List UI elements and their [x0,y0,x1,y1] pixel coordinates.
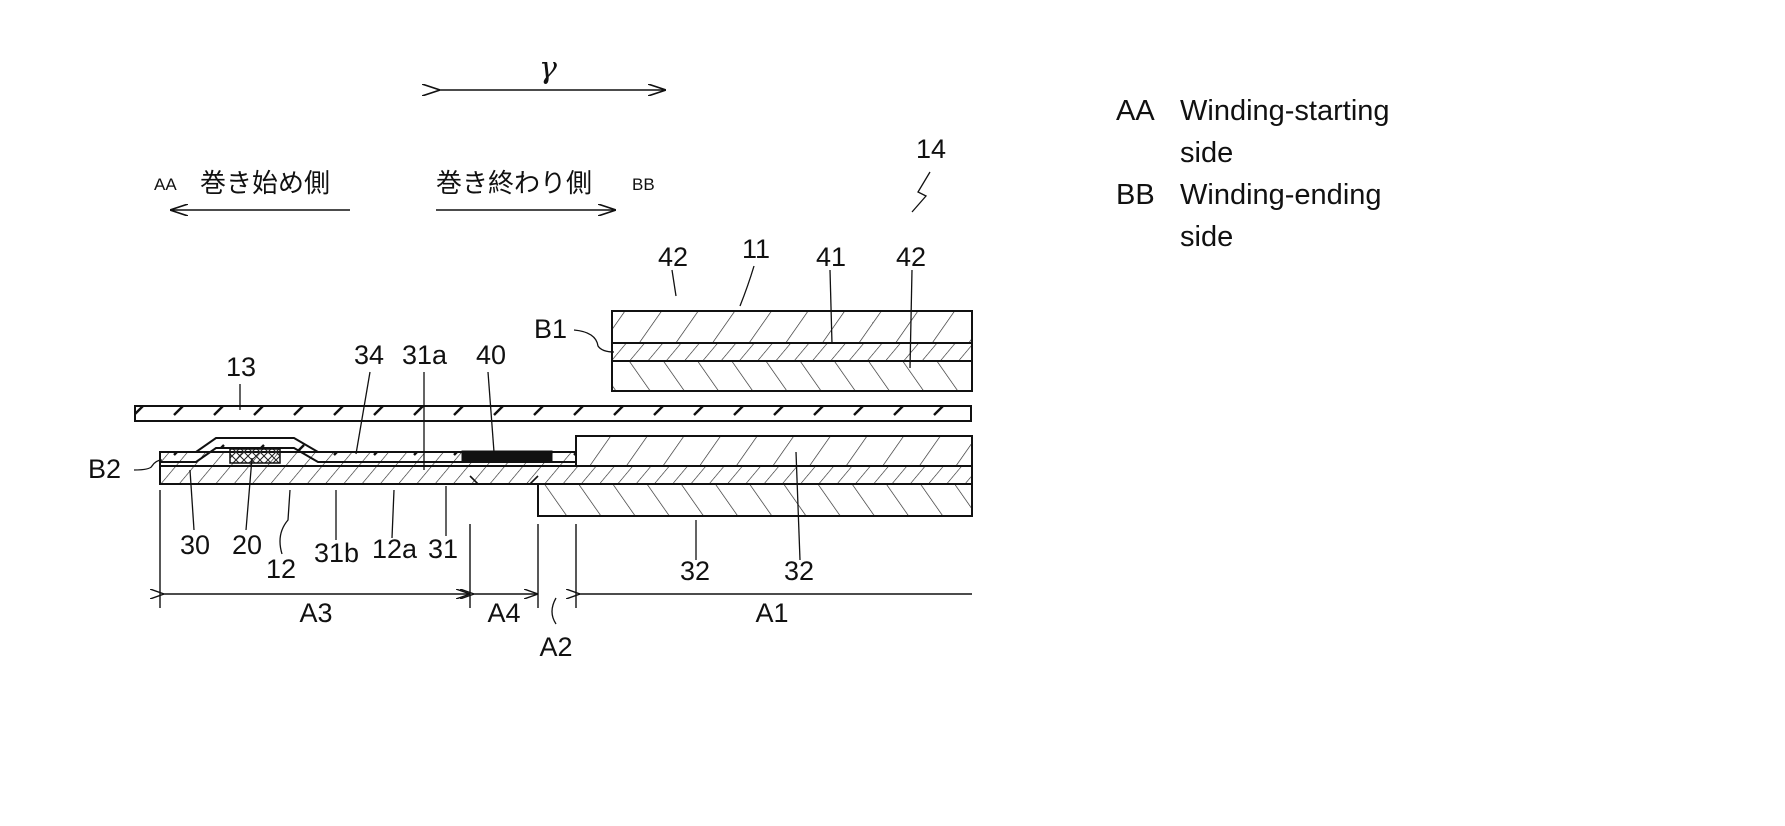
separator-13 [135,406,971,421]
label-31b: 31b [314,538,359,568]
label-42-right: 42 [896,242,926,272]
region-a3: A3 [299,598,332,628]
legend-bb-line2: side [1180,221,1233,253]
label-32-left: 32 [680,556,710,586]
legend-bb-code: BB [1116,179,1155,211]
label-12a: 12a [372,534,418,564]
label-b1: B1 [534,314,567,344]
leader-14 [912,172,930,212]
aa-tag: AA [154,175,177,194]
layer-41 [612,343,972,361]
label-41: 41 [816,242,846,272]
winding-start-jp-label: 巻き始め側 [200,169,330,199]
legend-aa-line2: side [1180,137,1233,169]
gamma-label: γ [539,51,557,86]
legend: AA Winding-starting side BB Winding-endi… [1116,95,1390,253]
region-a4: A4 [487,598,520,628]
gamma-direction: γ [438,51,664,90]
legend-bb-line1: Winding-ending [1180,179,1382,211]
label-31: 31 [428,534,458,564]
winding-end-jp-label: 巻き終わり側 [436,169,592,199]
bb-tag: BB [632,175,655,194]
region-a2: A2 [539,632,572,662]
layer-32-top [576,436,972,466]
layer-32-bottom [538,484,972,516]
label-32-right: 32 [784,556,814,586]
layer-42-top [612,311,972,343]
tab-20 [230,449,280,463]
label-31a: 31a [402,340,448,370]
leader-12a [392,490,394,538]
member-40 [462,451,552,461]
label-b2: B2 [88,454,121,484]
legend-aa-code: AA [1116,95,1155,127]
winding-start-indicator: AA 巻き始め側 [154,169,350,210]
label-40: 40 [476,340,506,370]
label-12: 12 [266,554,296,584]
leader-12 [280,490,290,554]
label-14: 14 [916,134,946,164]
label-20: 20 [232,530,262,560]
collector-31 [160,466,972,484]
leader-b2 [134,460,162,470]
label-34: 34 [354,340,384,370]
label-11: 11 [742,234,770,264]
layer-42-bottom [612,361,972,391]
leader-42-left [672,270,676,296]
a2-leader [552,598,556,624]
lower-electrode-12 [160,436,972,516]
winding-end-indicator: 巻き終わり側 BB [436,169,655,210]
upper-electrode-11 [612,311,972,391]
leader-11 [740,266,754,306]
leader-b1 [574,330,614,352]
label-42-left: 42 [658,242,688,272]
label-13: 13 [226,352,256,382]
label-30: 30 [180,530,210,560]
legend-aa-line1: Winding-starting [1180,95,1390,127]
region-a1: A1 [755,598,788,628]
